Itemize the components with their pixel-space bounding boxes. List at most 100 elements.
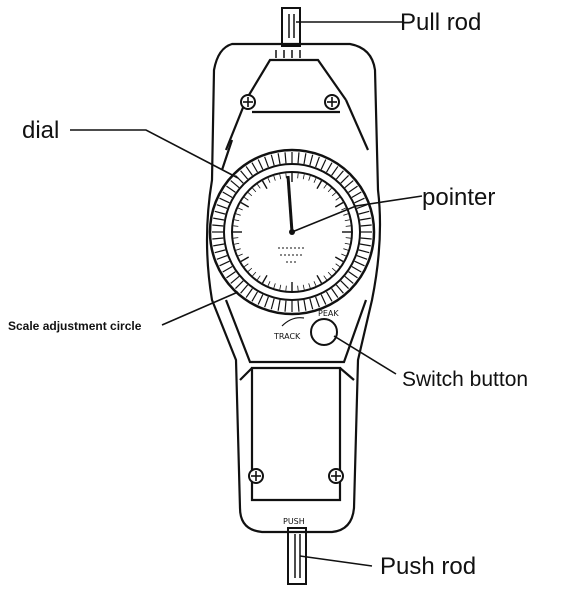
ring-tick	[351, 191, 362, 199]
ring-tick	[303, 153, 307, 165]
gauge-body	[205, 42, 382, 534]
face-tick	[323, 275, 328, 280]
ring-tick	[344, 275, 354, 284]
face-tick	[344, 242, 350, 245]
ring-tick	[245, 288, 253, 298]
ring-tick	[320, 294, 327, 305]
face-tick	[285, 173, 287, 179]
face-tick	[273, 283, 276, 289]
ring-tick	[230, 275, 240, 284]
ring-tick	[212, 224, 224, 227]
ring-tick	[331, 288, 339, 298]
face-tick	[233, 237, 239, 239]
ring-tick	[230, 180, 240, 189]
face-tick	[335, 196, 340, 201]
ring-tick	[297, 300, 300, 312]
ring-tick	[331, 166, 339, 176]
push-label: PUSH	[283, 517, 305, 526]
dial-label: dial	[22, 117, 59, 144]
ring-tick	[315, 296, 320, 308]
face-tick	[313, 281, 317, 287]
face-tick	[279, 284, 282, 290]
face-tick	[316, 180, 323, 190]
ring-tick	[335, 170, 344, 180]
face-tick	[331, 267, 337, 272]
ring-tick	[214, 210, 226, 215]
face-tick	[240, 201, 250, 208]
face-tick	[267, 177, 271, 183]
face-tick	[256, 184, 261, 189]
face-tick	[256, 275, 261, 280]
screw-icon	[240, 94, 256, 110]
screw-icon	[248, 468, 264, 484]
ring-tick	[351, 265, 362, 273]
face-tick	[343, 248, 349, 251]
ring-tick	[309, 298, 314, 310]
ring-tick	[245, 166, 253, 176]
ring-tick	[270, 298, 275, 310]
face-tick	[297, 285, 299, 291]
screw-icon	[324, 94, 340, 110]
face-tick	[279, 174, 282, 180]
face-tick	[302, 174, 305, 180]
ring-tick	[222, 265, 233, 273]
ring-tick	[216, 255, 228, 260]
face-tick	[341, 207, 347, 211]
ring-tick	[235, 280, 244, 289]
ring-tick	[359, 243, 371, 247]
ring-tick	[359, 217, 371, 221]
ring-tick	[354, 260, 365, 267]
face-tick	[343, 213, 349, 216]
face-tick	[235, 213, 241, 216]
ring-tick	[354, 197, 365, 204]
face-tick	[331, 192, 337, 197]
ring-tick	[360, 224, 372, 227]
face-tick	[261, 274, 268, 284]
face-tick	[345, 225, 351, 227]
pointer-label: pointer	[422, 184, 495, 211]
face-tick	[334, 256, 344, 263]
ring-tick	[213, 217, 225, 221]
ring-tick	[270, 154, 275, 166]
ring-tick	[284, 300, 287, 312]
pull-rod-label: Pull rod	[400, 9, 481, 36]
push-rod	[287, 527, 307, 585]
face-tick	[233, 225, 239, 227]
face-tick	[341, 253, 347, 257]
ring-tick	[360, 237, 372, 240]
ring-tick	[219, 197, 230, 204]
ring-tick	[325, 291, 333, 302]
ring-tick	[358, 210, 370, 215]
ring-tick	[348, 185, 358, 193]
ring-tick	[219, 260, 230, 267]
ring-tick	[335, 284, 344, 294]
push-rod-label: Push rod	[380, 553, 476, 580]
ring-tick	[214, 249, 226, 254]
ring-tick	[251, 291, 259, 302]
face-tick	[244, 196, 249, 201]
pull-rod	[281, 7, 301, 47]
face-tick	[327, 187, 332, 193]
scale-adjustment-circle-label: Scale adjustment circle	[8, 319, 142, 333]
ring-tick	[284, 152, 287, 164]
ring-tick	[226, 185, 236, 193]
ring-tick	[340, 280, 349, 289]
face-tick	[261, 180, 268, 190]
ring-tick	[240, 170, 249, 180]
switch-knob	[310, 318, 338, 346]
switch-button-label: Switch button	[402, 368, 528, 391]
face-tick	[334, 201, 344, 208]
face-tick	[308, 175, 311, 181]
ring-tick	[315, 156, 320, 168]
ring-tick	[216, 204, 228, 209]
leader-lines	[70, 21, 423, 567]
face-tick	[252, 187, 257, 193]
ring-tick	[222, 191, 233, 199]
face-tick	[240, 256, 250, 263]
ring-tick	[320, 159, 327, 170]
face-tick	[247, 267, 253, 272]
face-tick	[235, 248, 241, 251]
ring-tick	[240, 284, 249, 294]
face-tick	[237, 207, 243, 211]
ring-tick	[309, 154, 314, 166]
